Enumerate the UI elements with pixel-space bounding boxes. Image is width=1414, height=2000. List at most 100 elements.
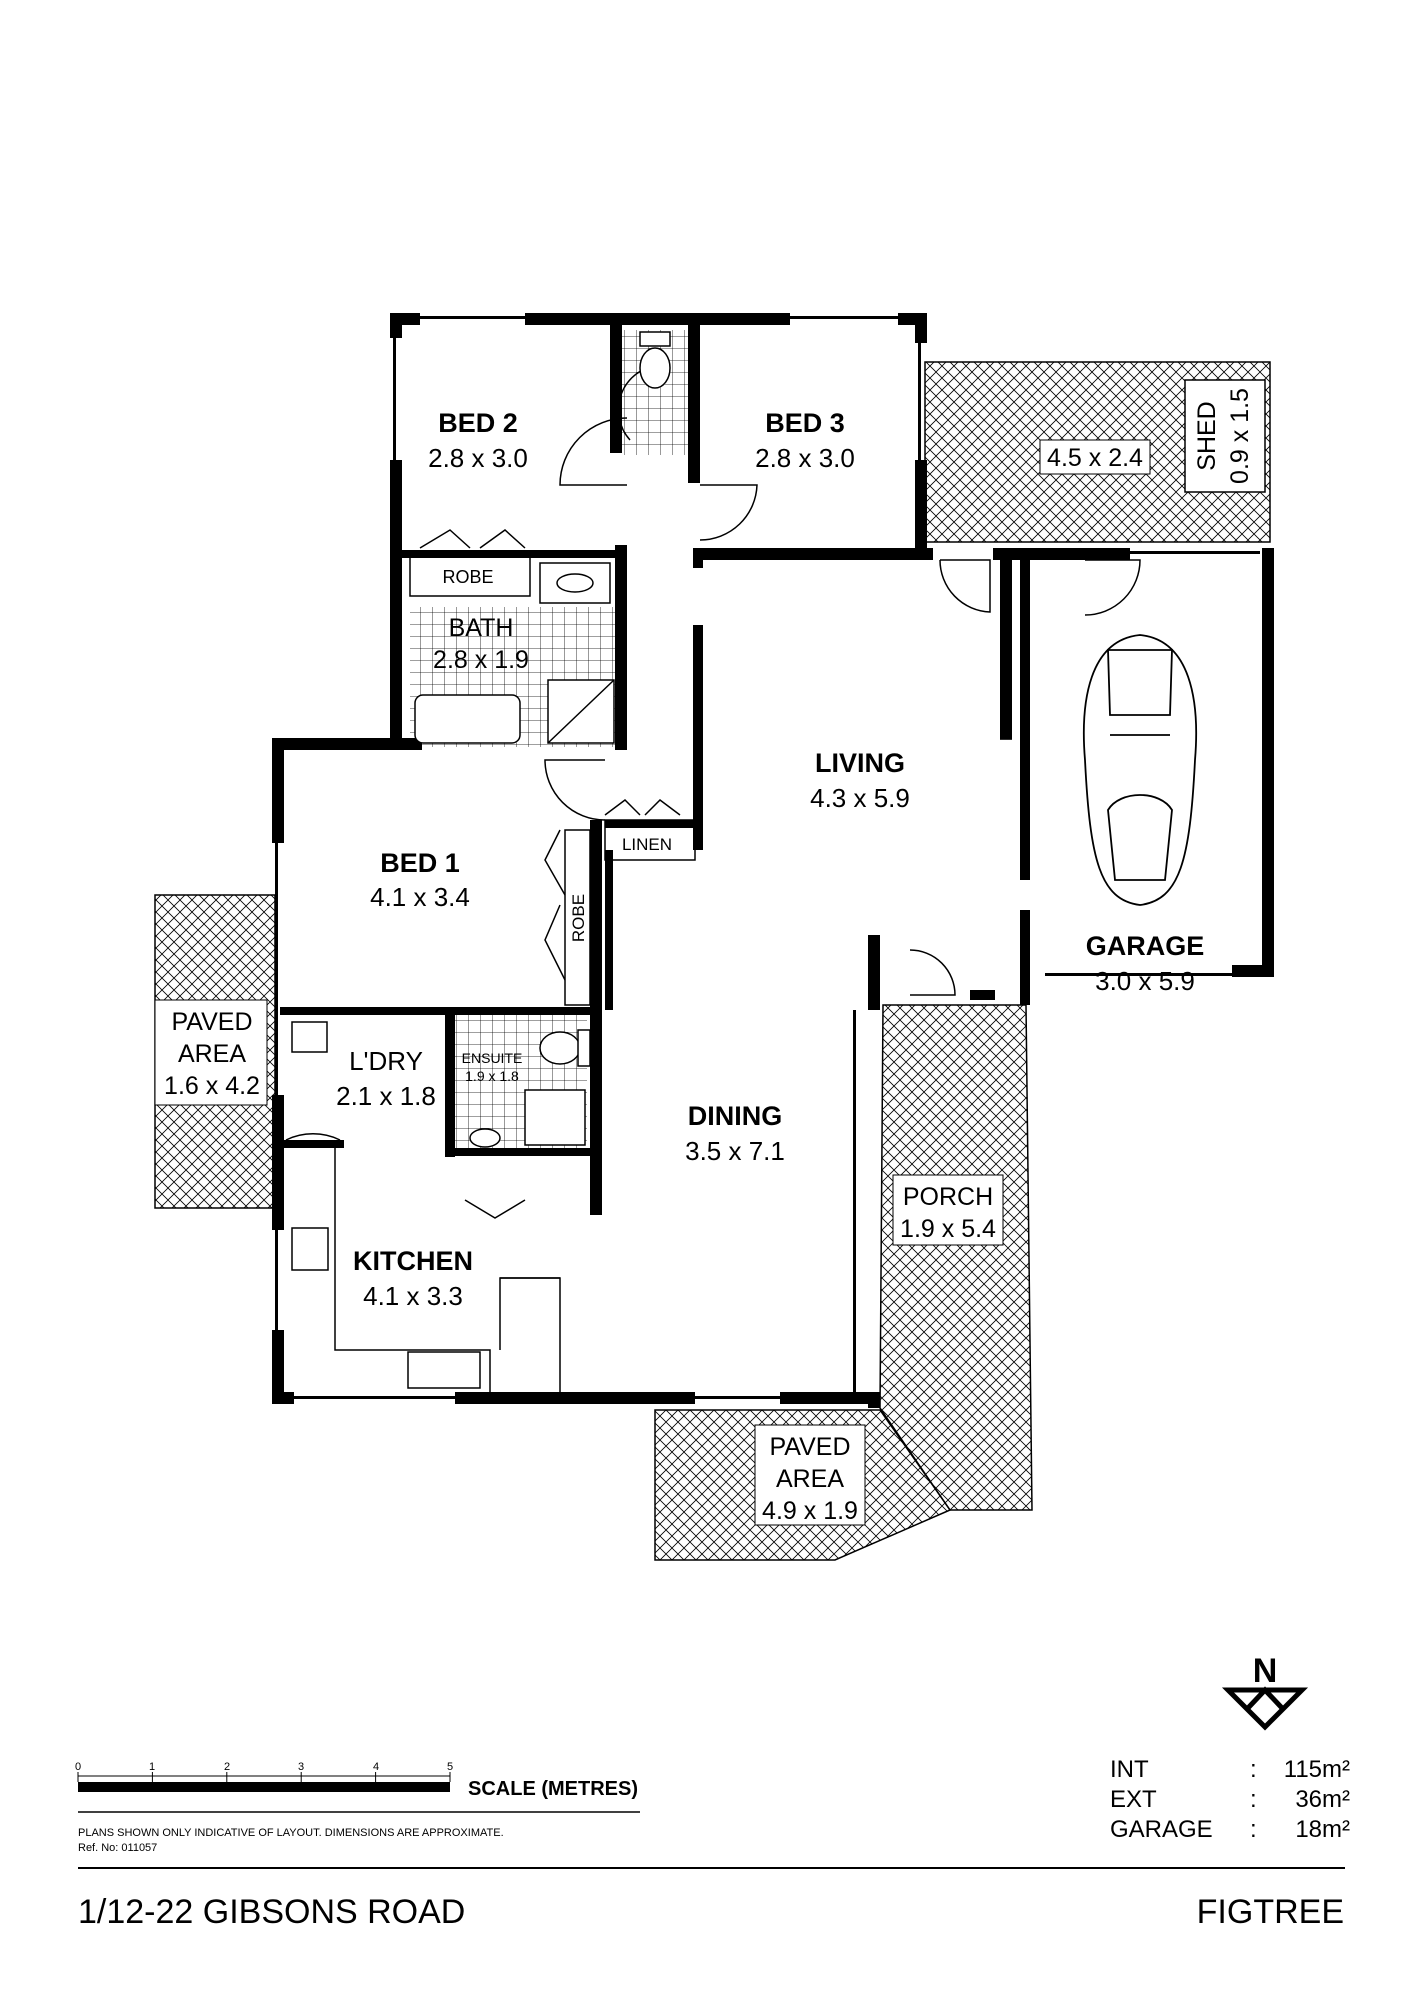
window-line xyxy=(918,343,921,460)
door-swing xyxy=(544,759,606,821)
outdoor-areas xyxy=(154,361,1271,1561)
reference-number: Ref. No: 011057 xyxy=(78,1842,158,1854)
wall xyxy=(1000,549,1012,740)
outdoor-labels: 4.5 x 2.4 SHED 0.9 x 1.5 PAVED AREA 1.6 … xyxy=(154,379,1266,1526)
garage-size: 3.0 x 5.9 xyxy=(1095,966,1195,996)
compass-label: N xyxy=(1253,1652,1278,1690)
wall xyxy=(1262,548,1274,970)
paved-bottom-size: 4.9 x 1.9 xyxy=(762,1497,858,1525)
cooktop xyxy=(291,1227,329,1271)
shed-size: 0.9 x 1.5 xyxy=(1226,388,1254,484)
dining-size: 3.5 x 7.1 xyxy=(685,1136,785,1166)
door-swing xyxy=(939,559,991,613)
room-labels: BED 2 2.8 x 3.0 BED 3 2.8 x 3.0 ROBE BAT… xyxy=(336,408,1204,1311)
deck-label-bg xyxy=(1039,439,1151,475)
kitchen-sink xyxy=(407,1351,481,1389)
wall xyxy=(868,935,880,1010)
laundry-size: 2.1 x 1.8 xyxy=(336,1081,436,1111)
scale-tick-4: 4 xyxy=(373,1761,379,1773)
wall xyxy=(590,1005,602,1215)
window-line xyxy=(275,843,278,1095)
compass-arrow-icon xyxy=(1221,1687,1309,1731)
paved-bottom-line1: PAVED xyxy=(769,1433,850,1461)
wall xyxy=(1232,965,1274,977)
garage-name: GARAGE xyxy=(1086,931,1205,961)
area-label: INT xyxy=(1110,1756,1149,1783)
north-compass: N xyxy=(1221,1652,1309,1731)
area-label: GARAGE xyxy=(1110,1816,1213,1843)
disclaimer: PLANS SHOWN ONLY INDICATIVE OF LAYOUT. D… xyxy=(78,1827,504,1839)
scale-tick-0: 0 xyxy=(75,1761,81,1773)
door-swing xyxy=(559,417,628,486)
scale-label: SCALE (METRES) xyxy=(468,1778,638,1800)
wall xyxy=(993,548,1093,560)
fixtures xyxy=(291,331,671,1389)
car-icon xyxy=(1082,634,1198,906)
laundry-name: L'DRY xyxy=(349,1046,423,1076)
wall xyxy=(445,1148,595,1156)
wall xyxy=(605,820,700,828)
wall xyxy=(445,1007,595,1015)
partitions xyxy=(334,555,696,1396)
porch-name: PORCH xyxy=(903,1183,993,1211)
wall xyxy=(605,850,613,1010)
paved-left-line1: PAVED xyxy=(171,1008,252,1036)
wall xyxy=(680,313,790,325)
paved-bottom-label-bg xyxy=(754,1424,866,1526)
deck-size: 4.5 x 2.4 xyxy=(1047,444,1143,472)
wall xyxy=(525,313,680,325)
window-line xyxy=(1045,973,1232,976)
ensuite-size: 1.9 x 1.8 xyxy=(465,1068,519,1084)
bed1-size: 4.1 x 3.4 xyxy=(370,882,470,912)
wall xyxy=(693,625,703,850)
scale-tick-1: 1 xyxy=(149,1761,155,1773)
bed2-size: 2.8 x 3.0 xyxy=(428,443,528,473)
walls xyxy=(272,313,1274,1408)
scale-tick-3: 3 xyxy=(298,1761,304,1773)
window-line xyxy=(853,1010,856,1400)
area-sep: : xyxy=(1250,1756,1257,1783)
linen-outline xyxy=(604,819,696,861)
door-swing xyxy=(909,949,956,996)
porch-hatch xyxy=(879,1004,1033,1511)
robe-bed1-label: ROBE xyxy=(569,894,588,942)
wall xyxy=(272,1095,284,1230)
window-line xyxy=(420,316,525,319)
door-swing xyxy=(1084,559,1141,616)
area-row-int: INT : 115m² xyxy=(1110,1755,1350,1785)
linen-label: LINEN xyxy=(622,835,672,854)
scale-bar: 0 1 2 3 4 5 SCALE (METRES) xyxy=(75,1761,640,1813)
window-line xyxy=(294,1396,455,1399)
wall xyxy=(272,1330,284,1400)
bath-size: 2.8 x 1.9 xyxy=(433,646,529,674)
wall xyxy=(445,1007,455,1157)
bed3-name: BED 3 xyxy=(765,408,845,438)
door-swing xyxy=(464,1199,526,1219)
bed1-name: BED 1 xyxy=(380,848,460,878)
wall xyxy=(868,1400,880,1408)
ensuite-toilet xyxy=(539,1031,581,1065)
shower-diagonal xyxy=(547,679,615,744)
wall xyxy=(455,1392,695,1404)
robe-door xyxy=(604,799,681,816)
wall xyxy=(780,1392,880,1404)
wall xyxy=(272,738,422,750)
living-name: LIVING xyxy=(815,748,905,778)
robe-door xyxy=(544,829,566,981)
shed-box xyxy=(1184,379,1266,493)
toilet xyxy=(639,347,671,389)
bed2-name: BED 2 xyxy=(438,408,518,438)
shed-name: SHED xyxy=(1193,401,1221,470)
wall xyxy=(915,460,927,560)
wall xyxy=(693,548,933,560)
paved-left-line2: AREA xyxy=(178,1040,246,1068)
ensuite-cistern xyxy=(577,1029,591,1067)
window-line xyxy=(393,338,396,460)
kitchen-size: 4.1 x 3.3 xyxy=(363,1281,463,1311)
wall xyxy=(1020,910,1030,1005)
window-line xyxy=(275,1230,278,1330)
property-suburb: FIGTREE xyxy=(1196,1893,1344,1931)
toilet-cistern xyxy=(639,331,671,347)
porch-label-bg xyxy=(892,1174,1004,1246)
